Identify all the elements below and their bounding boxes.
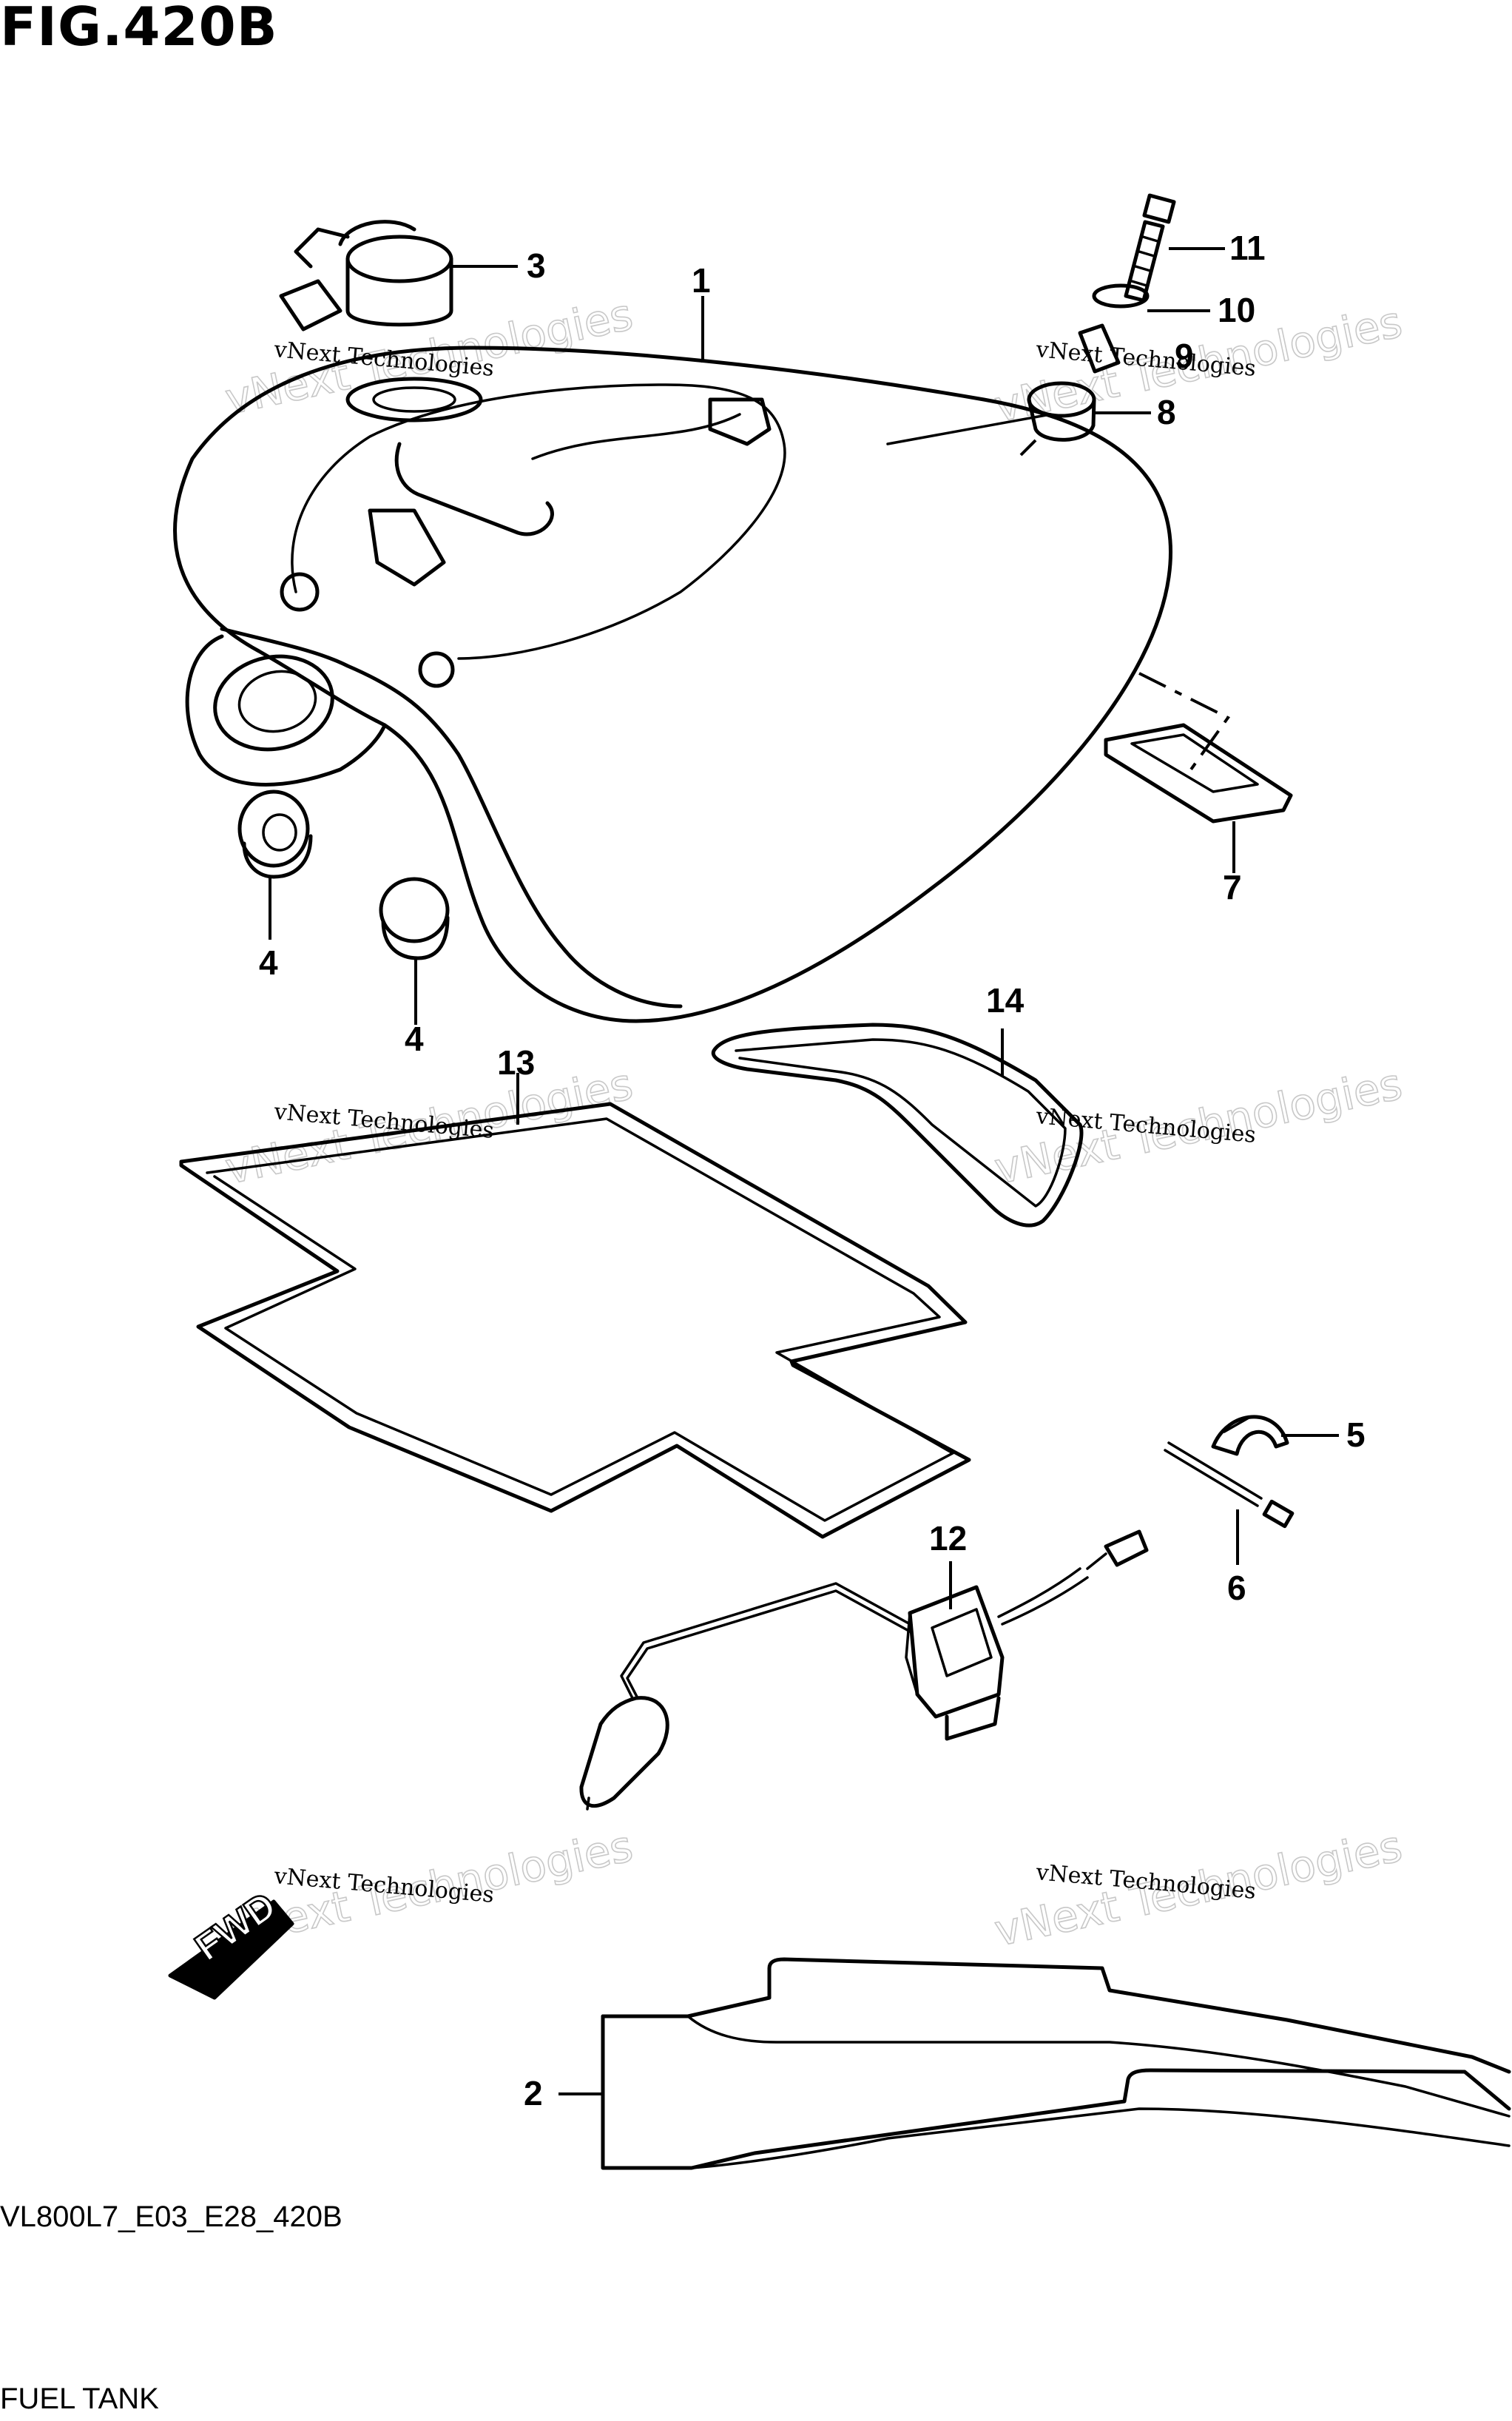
part-cap-left: 4	[237, 789, 313, 982]
part-fuel-cap: 3	[279, 220, 546, 422]
watermark-mid-right: vNext Technologies vNext Technologies	[990, 1058, 1407, 1195]
figure-name: FUEL TANK	[0, 2383, 159, 2415]
part-collar: 9	[1078, 323, 1194, 375]
callout-4a: 4	[259, 943, 278, 982]
part-fuel-tank: 1	[173, 261, 1230, 1023]
part-bolt: 11	[1124, 193, 1266, 303]
part-cushion-strip: 14	[711, 981, 1084, 1228]
figure-code: VL800L7_E03_E28_420B	[0, 2201, 342, 2233]
part-cable-tie: 6	[1164, 1441, 1295, 1607]
fwd-direction-marker: FWD	[168, 1883, 294, 2000]
callout-13: 13	[497, 1043, 535, 1082]
watermark-bottom-right: vNext Technologies vNext Technologies	[990, 1820, 1407, 1957]
callout-3: 3	[527, 246, 546, 285]
callout-6: 6	[1227, 1569, 1246, 1607]
part-mount-pad: 7	[1104, 723, 1293, 906]
part-cap-right: 4	[379, 877, 450, 1058]
callout-2: 2	[524, 2074, 543, 2112]
callout-12: 12	[929, 1519, 967, 1558]
callout-7: 7	[1223, 868, 1242, 906]
figure-title: FIG.420B	[0, 0, 278, 58]
part-heat-shield: 13	[179, 1043, 971, 1539]
part-cushion: 8	[1019, 381, 1176, 457]
callout-14: 14	[986, 981, 1025, 1020]
watermark-bottom-left: vNext Technologies vNext Technologies	[220, 1820, 638, 1957]
callout-8: 8	[1157, 393, 1176, 431]
part-washer: 10	[1092, 283, 1255, 329]
part-clamp: 5	[1211, 1415, 1366, 1456]
callout-1: 1	[692, 261, 711, 300]
callout-11: 11	[1229, 229, 1266, 267]
watermark-mid-left: vNext Technologies vNext Technologies	[220, 1058, 638, 1195]
callout-9: 9	[1175, 337, 1194, 375]
part-frame-cover: 2	[524, 1957, 1511, 2170]
callout-5: 5	[1346, 1415, 1366, 1454]
callout-4b: 4	[405, 1020, 424, 1058]
part-fuel-sender: 12	[579, 1519, 1149, 1811]
watermark-top-left: vNext Technologies vNext Technologies	[220, 289, 638, 425]
watermark-top-right: vNext Technologies vNext Technologies	[990, 296, 1407, 433]
callout-10: 10	[1218, 291, 1255, 329]
